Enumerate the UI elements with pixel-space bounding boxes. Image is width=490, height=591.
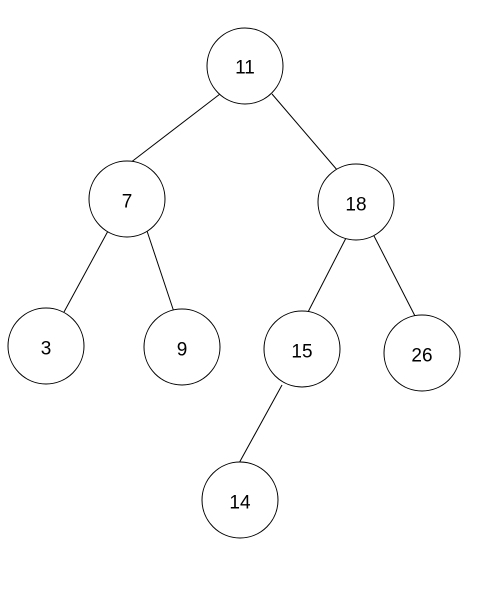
node-18: 18 [317, 163, 395, 241]
edge-7-9 [146, 230, 175, 313]
node-3-circle [7, 307, 85, 385]
node-3-label: 3 [41, 339, 52, 360]
node-9-label: 9 [177, 340, 188, 361]
node-15: 15 [263, 310, 341, 388]
node-15-circle [263, 310, 341, 388]
node-18-label: 18 [345, 195, 366, 216]
edge-18-15 [306, 237, 347, 315]
edge-11-18 [271, 93, 339, 172]
edge-7-3 [63, 230, 109, 313]
node-26-label: 26 [411, 346, 432, 367]
edge-11-7 [129, 93, 221, 164]
edge-layer [63, 93, 416, 466]
node-14: 14 [201, 461, 279, 539]
node-15-label: 15 [291, 342, 312, 363]
node-7: 7 [88, 160, 166, 238]
node-7-label: 7 [122, 192, 133, 213]
edge-18-26 [372, 233, 416, 317]
node-11-circle [206, 27, 284, 105]
node-9: 9 [143, 308, 221, 386]
node-26: 26 [383, 314, 461, 392]
node-18-circle [317, 163, 395, 241]
node-7-circle [88, 160, 166, 238]
node-14-circle [201, 461, 279, 539]
node-26-circle [383, 314, 461, 392]
node-14-label: 14 [229, 493, 251, 514]
node-11-label: 11 [235, 58, 255, 79]
node-11: 11 [206, 27, 284, 105]
edge-15-14 [237, 384, 283, 466]
node-3: 3 [7, 307, 85, 385]
node-9-circle [143, 308, 221, 386]
